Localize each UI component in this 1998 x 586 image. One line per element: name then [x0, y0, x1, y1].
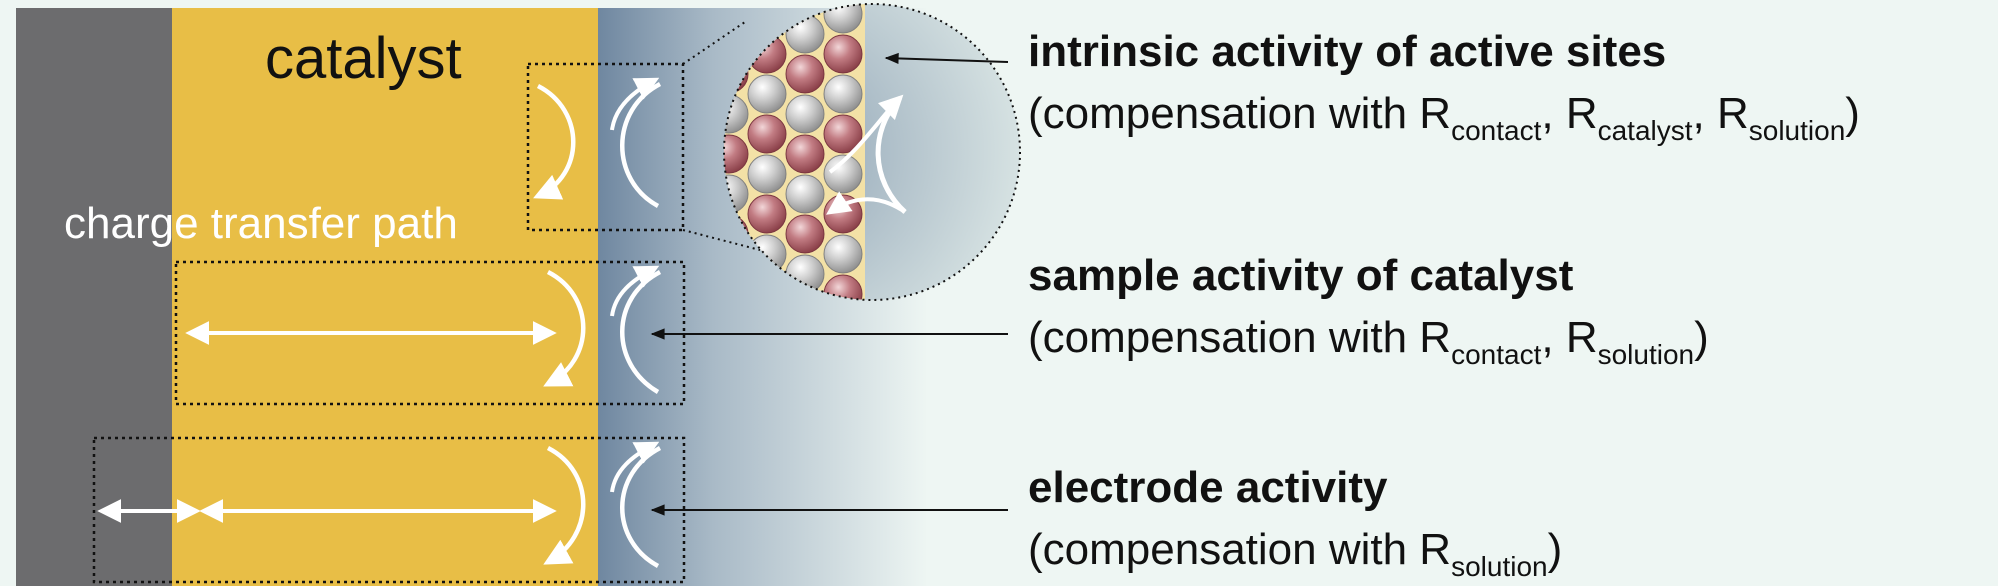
atom-gray	[823, 234, 863, 274]
level-2-title: sample activity of catalyst	[1028, 251, 1574, 300]
separator: ,	[1693, 89, 1717, 138]
compensation-suffix: )	[1548, 525, 1563, 574]
resistance-symbol: R	[1419, 525, 1451, 574]
compensation-prefix: (compensation with	[1028, 525, 1419, 574]
resistance-symbol: R	[1566, 313, 1598, 362]
box-catalyst-sample	[174, 260, 686, 406]
atom-gray	[785, 94, 825, 134]
resistance-symbol: R	[1419, 313, 1451, 362]
box-electrode	[92, 436, 686, 584]
compensation-suffix: )	[1845, 89, 1860, 138]
box-active-sites	[526, 62, 685, 232]
resistance-subscript: solution	[1749, 115, 1846, 146]
pointer-level-1	[884, 52, 1009, 65]
atom-gray	[747, 154, 787, 194]
resistance-subscript: solution	[1598, 339, 1695, 370]
compensation-suffix: )	[1694, 313, 1709, 362]
atom-gray	[747, 74, 787, 114]
atom-red	[823, 34, 863, 74]
level-2-compensation: (compensation with Rcontact, Rsolution)	[1028, 313, 1709, 370]
separator: ,	[1541, 313, 1565, 362]
atom-red	[785, 214, 825, 254]
atom-gray	[785, 174, 825, 214]
reaction-arrows-level-3	[543, 441, 662, 568]
reaction-arrows-level-1	[533, 77, 662, 208]
charge-transfer-path-label: charge transfer path	[64, 199, 458, 248]
atom-red	[823, 114, 863, 154]
resistance-subscript: solution	[1451, 551, 1548, 582]
reaction-arrows-level-2	[543, 265, 662, 394]
catalyst-label: catalyst	[265, 26, 462, 91]
level-1-compensation: (compensation with Rcontact, Rcatalyst, …	[1028, 89, 1860, 146]
atom-gray	[823, 74, 863, 114]
resistance-symbol: R	[1419, 89, 1451, 138]
level-1-title: intrinsic activity of active sites	[1028, 27, 1666, 76]
catalyst-layer	[172, 8, 598, 586]
atom-red	[785, 134, 825, 174]
compensation-prefix: (compensation with	[1028, 89, 1419, 138]
resistance-subscript: contact	[1451, 339, 1541, 370]
zoom-connector-bottom	[682, 229, 761, 251]
compensation-prefix: (compensation with	[1028, 313, 1419, 362]
atom-red	[724, 134, 749, 174]
atom-red	[785, 54, 825, 94]
level-3-compensation: (compensation with Rsolution)	[1028, 525, 1562, 582]
resistance-subscript: contact	[1451, 115, 1541, 146]
resistance-symbol: R	[1566, 89, 1598, 138]
resistance-subscript: catalyst	[1598, 115, 1693, 146]
atom-red	[747, 194, 787, 234]
separator: ,	[1541, 89, 1565, 138]
resistance-symbol: R	[1717, 89, 1749, 138]
atom-red	[747, 114, 787, 154]
zoom-connector-top	[682, 21, 746, 65]
level-3-title: electrode activity	[1028, 463, 1388, 512]
substrate-region	[16, 8, 172, 586]
